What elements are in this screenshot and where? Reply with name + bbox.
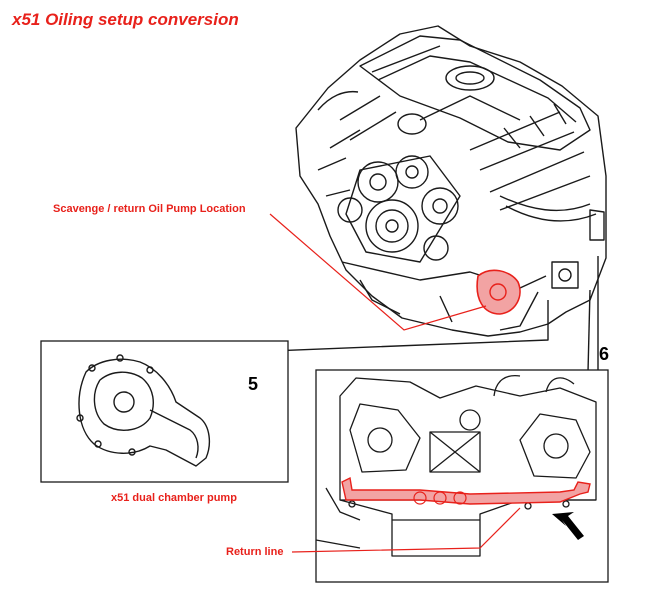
return-line-label: Return line (226, 546, 284, 558)
scavenge-pump-highlight (476, 269, 521, 315)
engine-illustration (245, 25, 607, 373)
return-line-highlight (341, 476, 591, 505)
page-title: x51 Oiling setup conversion (12, 10, 239, 29)
return-leader-line (291, 507, 521, 553)
dual-pump-label: x51 dual chamber pump (111, 492, 237, 504)
dual-chamber-pump-drawing (76, 354, 211, 467)
return-line-arrow (552, 512, 584, 540)
scavenge-leader-line (269, 213, 487, 331)
pump-detail-box (40, 340, 289, 483)
detail-number-5: 5 (248, 374, 259, 394)
scavenge-pump-label: Scavenge / return Oil Pump Location (53, 203, 246, 215)
detail-number-6: 6 (599, 344, 610, 364)
